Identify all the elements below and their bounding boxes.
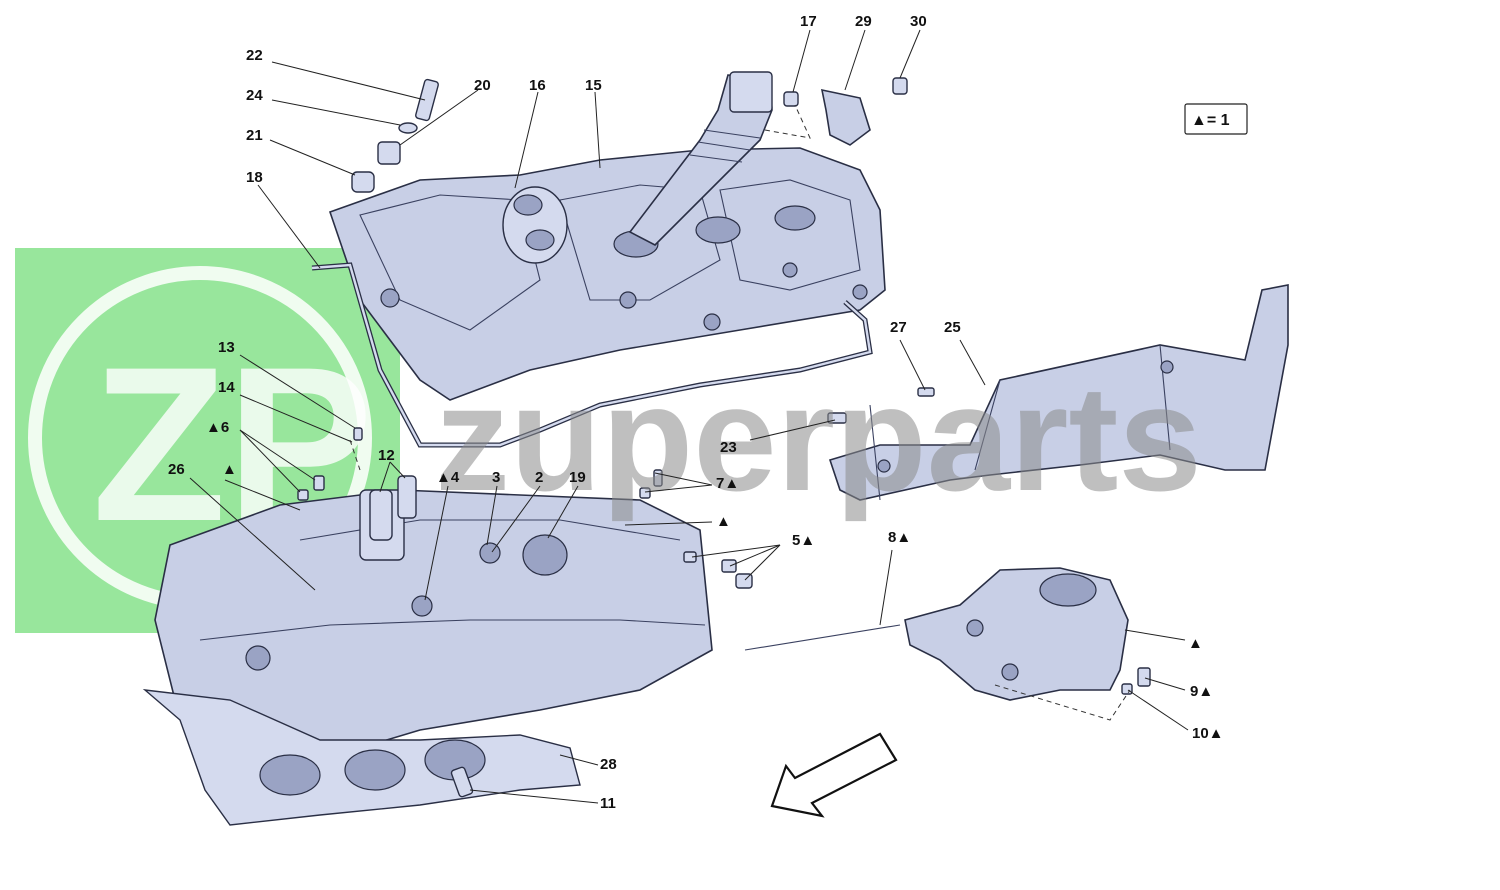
callout-3: 3	[492, 469, 500, 486]
callout-triangle-b: ▲	[1188, 635, 1203, 652]
callout-9: 9▲	[1190, 683, 1213, 700]
callout-4: ▲4	[436, 469, 460, 486]
head-gasket	[142, 689, 581, 826]
watermark-brand-text: zuperparts	[435, 354, 1202, 522]
callout-11: 11	[600, 795, 616, 812]
callout-7: 7▲	[716, 475, 739, 492]
front-direction-arrow-icon	[770, 732, 898, 818]
callout-8: 8▲	[888, 529, 911, 546]
callout-17: 17	[800, 13, 817, 30]
callout-28: 28	[600, 756, 617, 773]
heat-shield	[828, 284, 1289, 501]
callout-24: 24	[246, 87, 263, 104]
camshaft-flange	[744, 567, 1129, 701]
callout-26: 26	[168, 461, 185, 478]
callout-16: 16	[529, 77, 546, 94]
ignition-coil	[628, 71, 773, 246]
cover-gasket	[311, 262, 873, 448]
oil-filler-seal	[502, 186, 568, 264]
callout-19: 19	[569, 469, 586, 486]
callout-2: 2	[535, 469, 543, 486]
callout-30: 30	[910, 13, 927, 30]
key-legend-text: ▲= 1	[1191, 112, 1230, 129]
callout-6: ▲6	[206, 419, 229, 436]
callout-triangle-a: ▲	[716, 513, 731, 530]
key-legend-box	[1184, 103, 1248, 135]
callout-labels: 22 24 20 16 15 21 18 17 29 30 13 14 ▲6 2…	[168, 13, 1224, 812]
callout-5: 5▲	[792, 532, 815, 549]
callout-29: 29	[855, 13, 872, 30]
callout-12: 12	[378, 447, 395, 464]
small-fasteners	[297, 387, 1151, 695]
callout-20: 20	[474, 77, 491, 94]
callout-14: 14	[218, 379, 235, 396]
callout-23: 23	[720, 439, 737, 456]
callout-18: 18	[246, 169, 263, 186]
callout-13: 13	[218, 339, 235, 356]
leader-lines	[189, 29, 1189, 804]
top-hardware	[351, 77, 908, 193]
callout-22: 22	[246, 47, 263, 64]
callout-21: 21	[246, 127, 263, 144]
callout-10: 10▲	[1192, 725, 1224, 742]
callout-15: 15	[585, 77, 602, 94]
callout-26-triangle: ▲	[222, 461, 237, 478]
key-legend: ▲= 1	[1184, 103, 1248, 135]
callout-27: 27	[890, 319, 907, 336]
callout-25: 25	[944, 319, 961, 336]
